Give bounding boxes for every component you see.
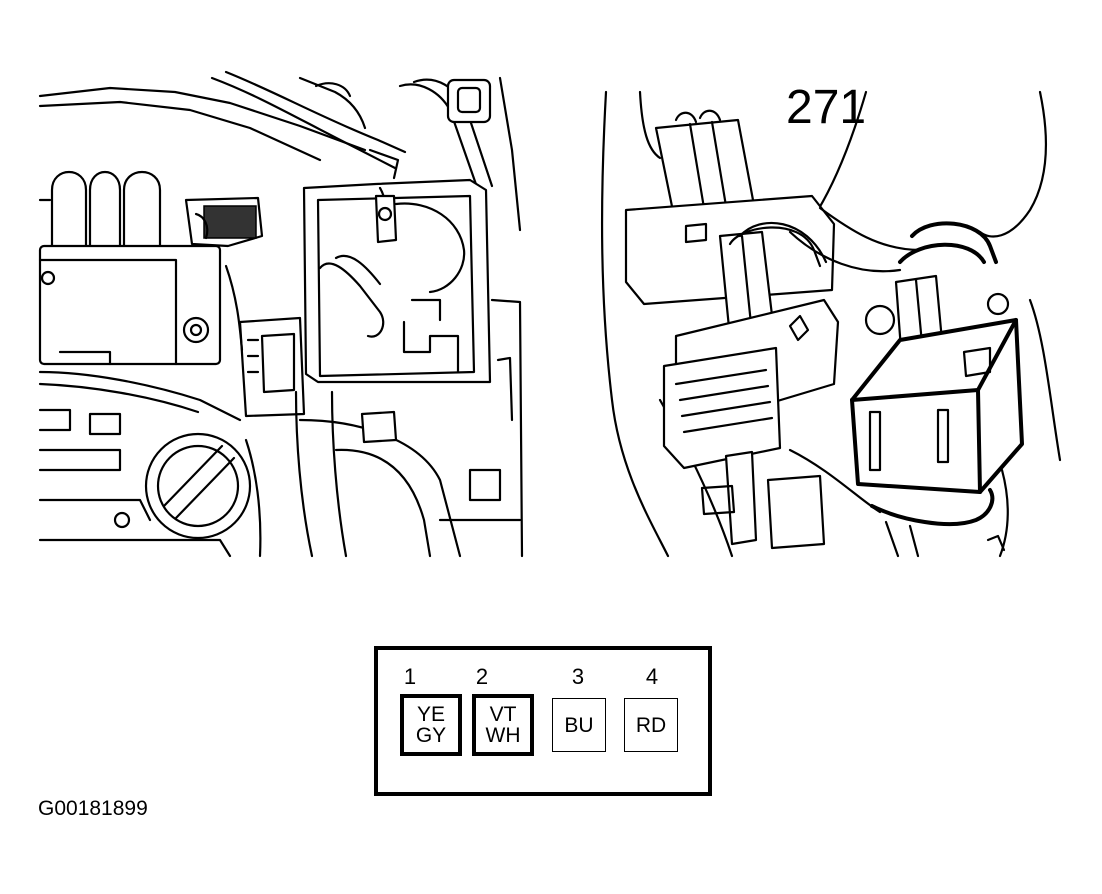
figure-code: G00181899 — [38, 797, 148, 820]
pin-number-3: 3 — [571, 664, 585, 689]
pin-2-color-box: VT WH — [472, 694, 534, 756]
pin-3-color-box: BU — [552, 698, 606, 752]
pin-2-color-primary: VT — [489, 703, 517, 726]
pin-4-color-primary: RD — [635, 713, 667, 737]
pin-4-color-box: RD — [624, 698, 678, 752]
pin-number-4: 4 — [645, 664, 659, 689]
pin-1-color-primary: YE — [416, 703, 445, 726]
reference-number: 271 — [786, 81, 867, 134]
pin-color-legend: 1 2 3 4 YE GY VT WH BU RD — [374, 646, 712, 796]
pin-3-color-primary: BU — [564, 713, 594, 737]
pin-number-1: 1 — [403, 664, 417, 689]
engine-bay-view — [38, 70, 524, 558]
pin-1-color-secondary: GY — [415, 724, 447, 747]
pin-2-color-secondary: WH — [485, 724, 521, 747]
connector-closeup-view — [600, 90, 1062, 558]
pin-number-2: 2 — [475, 664, 489, 689]
pin-1-color-box: YE GY — [400, 694, 462, 756]
